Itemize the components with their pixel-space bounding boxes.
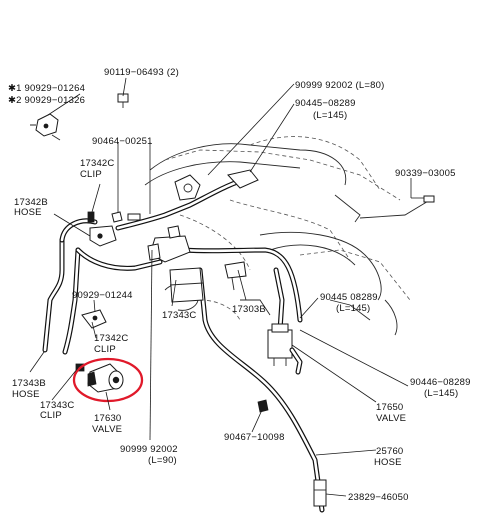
label-17303b: 17303B xyxy=(232,304,266,315)
label-17342c-mid: 17342C xyxy=(94,333,128,344)
label-90445-mid: 90445 08289 xyxy=(320,292,378,303)
label-90929-01244: 90929−01244 xyxy=(72,290,133,301)
label-90929-01326: ✱2 90929−01326 xyxy=(8,95,85,106)
label-17343c-low: 17343C xyxy=(40,400,74,411)
label-clip-mid: CLIP xyxy=(94,344,116,355)
pin-90339 xyxy=(423,195,435,203)
label-90929-01264: ✱1 90929−01264 xyxy=(8,83,85,94)
label-90446: 90446−08289 xyxy=(410,377,471,388)
label-23829: 23829−46050 xyxy=(348,492,409,503)
label-90445-top: 90445−08289 xyxy=(295,98,356,109)
hose-lines xyxy=(42,175,325,513)
leader-lines xyxy=(29,77,424,497)
bracket-top-left xyxy=(30,113,61,141)
clip-17342c-top xyxy=(87,211,95,223)
bracket-90929-01244 xyxy=(81,309,107,329)
engine-outline xyxy=(144,136,431,336)
label-90446-length: (L=145) xyxy=(424,388,458,399)
clip-90467 xyxy=(257,399,269,413)
fitting-90464 xyxy=(127,213,141,221)
manifold-fitting xyxy=(147,225,191,263)
cylinder-17343c xyxy=(169,267,204,303)
fitting-90445-top xyxy=(227,169,259,189)
label-clip-top: CLIP xyxy=(80,169,102,180)
label-90999-bottom-length: (L=90) xyxy=(148,455,177,466)
label-90445-mid-length: (L=145) xyxy=(336,303,370,314)
label-17342c-top: 17342C xyxy=(80,158,114,169)
bolt-90119 xyxy=(117,93,129,108)
label-90119: 90119−06493 (2) xyxy=(104,67,179,78)
label-90464: 90464−00251 xyxy=(92,136,153,147)
label-17343c-mid: 17343C xyxy=(162,310,196,321)
label-17650: 17650 xyxy=(376,402,403,413)
filter-23829 xyxy=(313,479,327,507)
label-valve-17630: VALVE xyxy=(92,424,122,435)
label-90999-bottom: 90999 92002 xyxy=(120,444,178,455)
valve-17650-body xyxy=(267,323,303,375)
label-90999-top: 90999 92002 (L=80) xyxy=(295,80,384,91)
label-hose-17343b: HOSE xyxy=(12,389,40,400)
label-25760: 25760 xyxy=(376,446,403,457)
valve-17630 xyxy=(87,363,124,393)
label-17630: 17630 xyxy=(94,413,121,424)
label-17342b: 17342B xyxy=(14,197,48,208)
label-90445-top-length: (L=145) xyxy=(313,110,347,121)
part-labels: 90119−06493 (2) ✱1 90929−01264 ✱2 90929−… xyxy=(8,67,471,503)
label-hose-25760: HOSE xyxy=(374,457,402,468)
label-17343b: 17343B xyxy=(12,378,46,389)
actuator-upper xyxy=(174,174,201,201)
label-hose-left: HOSE xyxy=(14,207,42,218)
label-clip-low: CLIP xyxy=(40,410,62,421)
junction-block-upper xyxy=(89,211,123,247)
bracket-17303b xyxy=(224,261,247,291)
label-90467: 90467−10098 xyxy=(224,432,285,443)
label-valve-17650: VALVE xyxy=(376,413,406,424)
label-90339: 90339−03005 xyxy=(395,168,456,179)
